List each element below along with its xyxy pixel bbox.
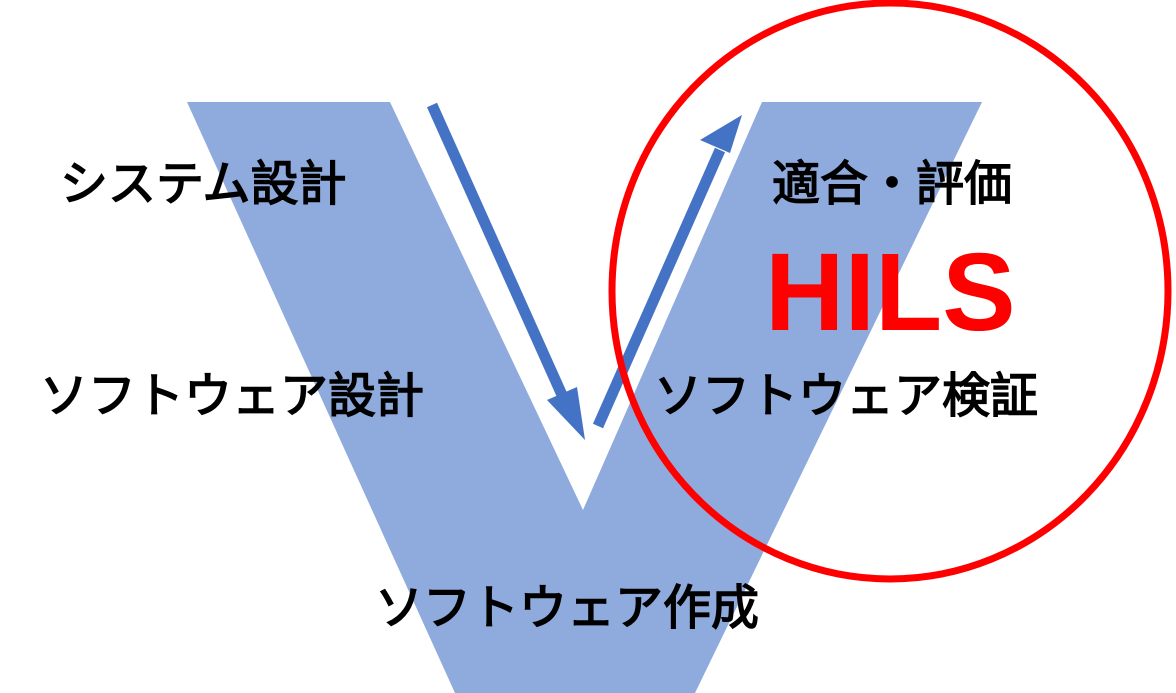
- up-arrow-icon: [592, 115, 742, 429]
- hils-highlight-circle: [608, 0, 1172, 583]
- label-software-verification: ソフトウェア検証: [654, 368, 1039, 424]
- v-shape: [187, 102, 982, 693]
- label-software-design: ソフトウェア設計: [40, 368, 425, 424]
- label-calibration-evaluation: 適合・評価: [772, 156, 1013, 212]
- label-system-design: システム設計: [60, 156, 347, 212]
- down-arrow-icon: [426, 102, 585, 440]
- label-software-build: ソフトウェア作成: [375, 580, 760, 636]
- label-hils: HILS: [765, 231, 1016, 354]
